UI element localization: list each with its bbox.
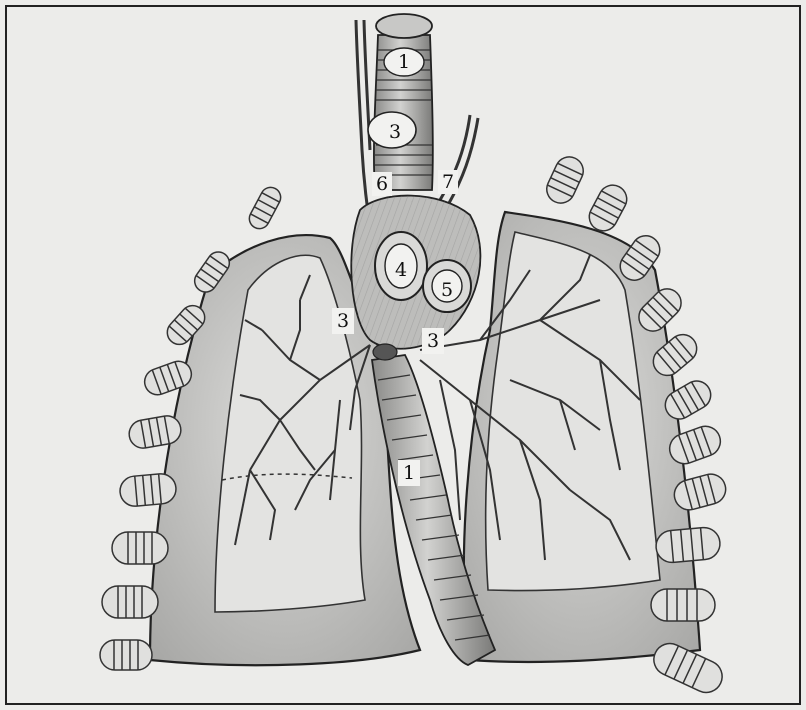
- svg-text:3: 3: [389, 121, 401, 143]
- svg-text:7: 7: [442, 171, 454, 193]
- label-right-nerve: 7: [438, 170, 458, 194]
- label-left-bronchus: 3: [332, 308, 354, 334]
- label-esophagus: 1: [398, 460, 420, 486]
- mediastinum-bundle: [351, 196, 480, 360]
- svg-text:1: 1: [398, 51, 410, 73]
- svg-text:1: 1: [403, 462, 415, 484]
- trachea: [374, 14, 433, 190]
- svg-text:4: 4: [395, 259, 407, 281]
- label-thyroid-ring-upper: 3: [368, 112, 416, 148]
- svg-text:5: 5: [441, 279, 453, 301]
- svg-text:3: 3: [427, 330, 439, 352]
- svg-text:6: 6: [376, 173, 388, 195]
- svg-text:3: 3: [337, 310, 349, 332]
- label-trachea-top: 1: [384, 48, 424, 76]
- label-right-bronchus: 3: [422, 328, 444, 354]
- label-pulmonary-vessel: 5: [441, 279, 453, 301]
- label-left-nerve: 6: [372, 172, 392, 196]
- label-aortic-vessel: 4: [395, 259, 407, 281]
